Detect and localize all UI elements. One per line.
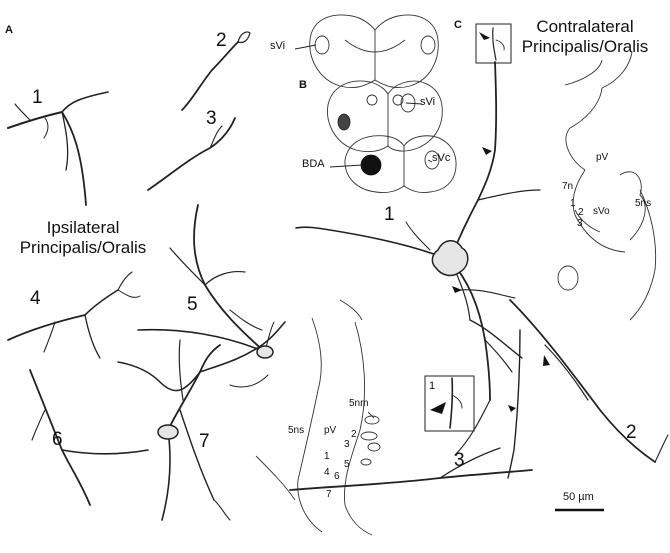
arrowhead-c1 [482,147,492,155]
inset-label: 1 [429,380,436,392]
section-b2 [327,80,443,153]
neuron-label-a7: 7 [199,431,210,452]
neuron-c3 [289,329,533,491]
ipsi-map [255,299,381,536]
title-contralateral-line2: Principalis/Oralis [521,36,649,56]
neuron-label-a2: 2 [216,30,227,51]
ipsi-cell-6: 6 [334,471,340,482]
neuron-a3 [147,117,236,191]
ipsi-cell-5: 5 [344,459,350,470]
neuron-label-a1: 1 [32,87,43,108]
contra-label-5ns: 5ns [635,198,652,209]
neuron-label-a5: 5 [187,294,198,315]
neuron-label-a4: 4 [30,288,41,309]
arrowhead-c2 [452,286,462,293]
ipsi-cell-2: 2 [351,429,357,440]
leader-svc [427,159,433,163]
neuron-a1 [7,91,109,206]
neuron-label-c1: 1 [384,204,395,225]
inset-bottom-axon [449,377,463,429]
inset-bottom-arrowhead [430,402,446,414]
neuron-label-a6: 6 [52,429,63,450]
neuron-label-a3: 3 [206,108,217,129]
label-svi-top: sVi [270,40,286,52]
panel-label-b: B [299,79,307,91]
label-bda: BDA [302,158,325,170]
title-ipsilateral-line2: Principalis/Oralis [19,237,147,257]
neuron-label-c3: 3 [454,450,465,471]
contra-cell-1: 1 [570,198,576,209]
ipsi-label-5nm: 5nm [349,398,369,409]
neuron-a4 [7,271,141,359]
arrowhead-c3 [543,355,550,366]
contra-label-pv: pV [596,152,609,163]
inset-top-arrowhead [479,32,490,40]
title-ipsilateral-line1: Ipsilateral [46,218,120,237]
contra-cell-3: 3 [577,218,583,229]
ipsi-label-pv: pV [324,425,337,436]
neuron-a6 [29,369,149,506]
inset-box-bottom [424,375,475,432]
leader-svi-top [294,44,317,50]
section-b3 [344,135,457,193]
scale-bar-label: 50 µm [563,491,594,503]
section-b3-injection-site [360,154,382,176]
neuron-c1-soma [431,240,469,277]
title-contralateral-line1: Contralateral [536,17,634,36]
ipsi-label-5ns: 5ns [288,425,305,436]
ipsi-cell-1: 1 [324,451,330,462]
leader-svi-mid [405,102,423,105]
inset-top-axon [492,27,505,61]
label-svc: sVc [432,152,451,164]
neuron-a7-soma [157,424,179,440]
neuron-a2 [181,31,251,111]
ipsi-cell-3: 3 [344,439,350,450]
label-svi-mid: sVi [420,96,436,108]
ipsi-cell-7: 7 [326,489,332,500]
neuron-c1 [295,61,541,456]
neuron-label-c2: 2 [626,422,637,443]
panel-label-a: A [5,24,13,36]
section-b1 [309,14,439,89]
contra-cell-2: 2 [578,207,584,218]
leader-bda [329,164,363,168]
panel-label-c: C [454,19,462,31]
arrowhead-c4 [508,405,516,412]
neuron-a5 [137,204,275,353]
neuron-a7 [117,321,286,521]
ipsi-cell-4: 4 [324,467,330,478]
inset-box-top [475,23,512,64]
neuron-c2 [509,299,669,463]
title-ipsilateral: Ipsilateral Principalis/Oralis [8,218,158,257]
neuron-a5-soma [256,345,274,359]
section-b2-injection-site [337,113,351,131]
title-contralateral: Contralateral Principalis/Oralis [510,17,660,56]
contra-map [557,51,657,321]
contra-label-7n: 7n [562,181,574,192]
contra-label-svo: sVo [593,206,610,217]
